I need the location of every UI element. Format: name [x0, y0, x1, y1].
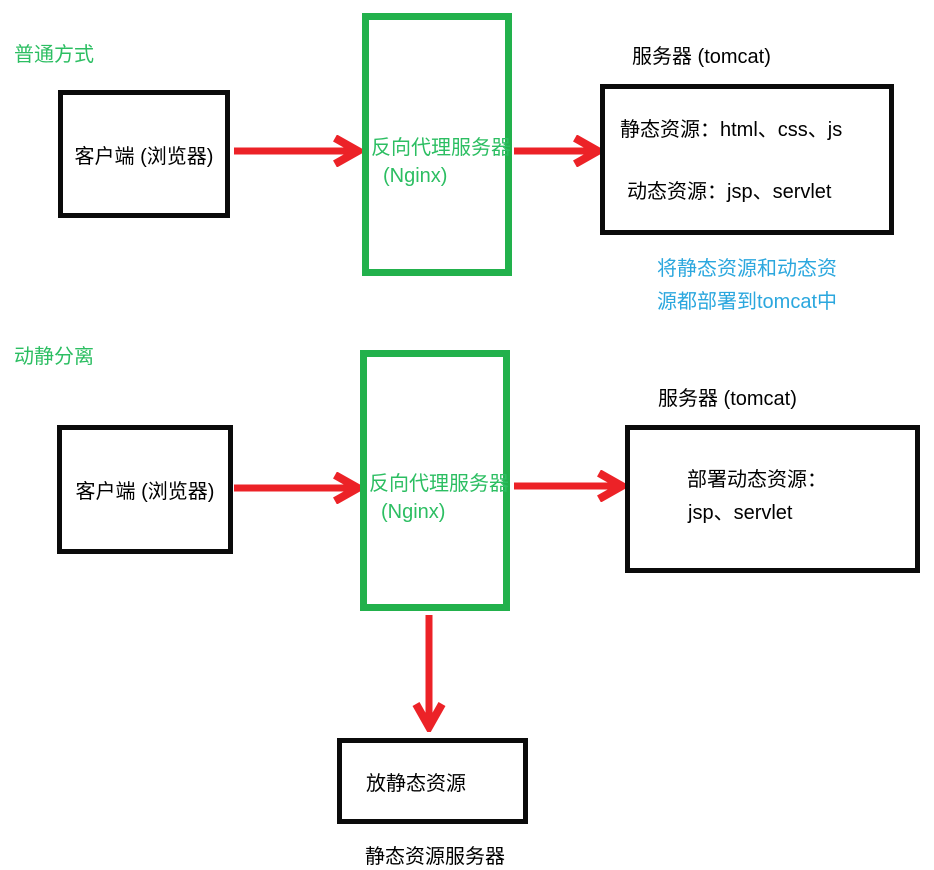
- tomcat-dynamic-resources-line: 动态资源：jsp、servlet: [627, 181, 832, 203]
- tomcat-jsp-servlet-line: jsp、servlet: [688, 502, 793, 524]
- static-resource-box: 放静态资源: [337, 738, 528, 824]
- tomcat-static-resources-line: 静态资源：html、css、js: [620, 119, 843, 141]
- arrow-proxy-to-server-2: [514, 470, 627, 502]
- tomcat-box-1: 静态资源：html、css、js 动态资源：jsp、servlet: [600, 84, 894, 235]
- client-box-label-2: 客户端 (浏览器): [75, 481, 215, 503]
- section-title-normal-mode: 普通方式: [14, 44, 94, 66]
- client-box-1: 客户端 (浏览器): [58, 90, 230, 218]
- section-title-separation-mode: 动静分离: [14, 346, 94, 368]
- arrow-proxy-to-server-1: [514, 135, 603, 167]
- tomcat-deploy-dynamic-line: 部署动态资源：: [687, 469, 827, 491]
- proxy-label-line2-1: (Nginx): [383, 165, 448, 187]
- arrow-proxy-to-static-server: [412, 615, 446, 732]
- client-box-label-1: 客户端 (浏览器): [74, 145, 214, 168]
- server-title-2: 服务器 (tomcat): [658, 388, 797, 410]
- arrow-client-to-proxy-2: [234, 472, 364, 504]
- client-box-2: 客户端 (浏览器): [57, 425, 233, 554]
- deploy-note-line-2: 源都部署到tomcat中: [657, 291, 838, 313]
- proxy-label-line1-2: 反向代理服务器: [369, 473, 509, 495]
- tomcat-box-2: 部署动态资源： jsp、servlet: [625, 425, 920, 573]
- static-server-caption: 静态资源服务器: [365, 846, 505, 868]
- deploy-note-line-1: 将静态资源和动态资: [657, 258, 837, 280]
- deploy-note: 将静态资源和动态资 源都部署到tomcat中: [657, 253, 837, 319]
- proxy-label-line1-1: 反向代理服务器: [371, 137, 511, 159]
- reverse-proxy-box-1: 反向代理服务器 (Nginx): [362, 13, 512, 276]
- arrow-client-to-proxy-1: [234, 135, 364, 167]
- reverse-proxy-box-2: 反向代理服务器 (Nginx): [360, 350, 510, 611]
- static-resource-box-label: 放静态资源: [366, 772, 466, 795]
- server-title-1: 服务器 (tomcat): [632, 46, 771, 68]
- proxy-label-line2-2: (Nginx): [381, 501, 446, 523]
